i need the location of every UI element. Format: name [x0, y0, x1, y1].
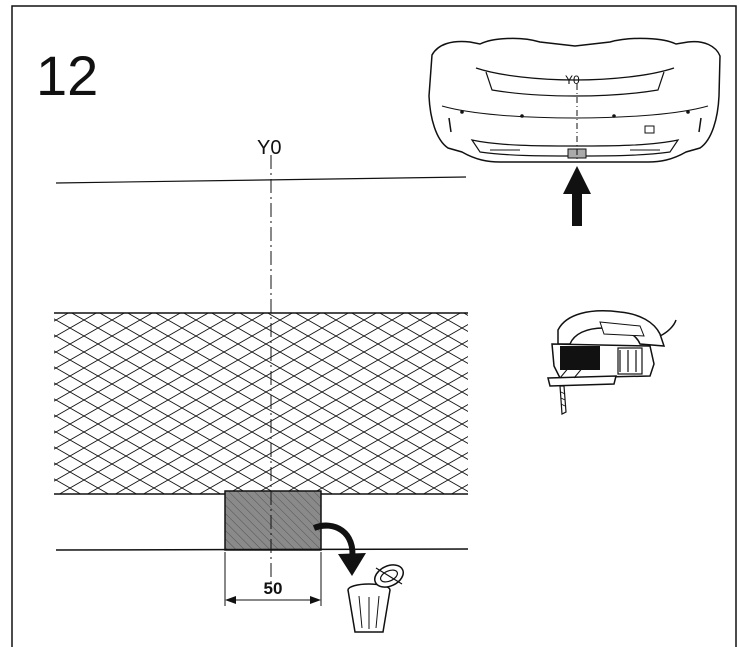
panel-border: [11, 5, 737, 647]
lower-edge-line: [55, 548, 469, 551]
jigsaw-icon: [547, 310, 677, 415]
cutout-hatching: [225, 491, 321, 550]
trash-bin-icon: [347, 583, 391, 633]
upper-edge-line: [55, 176, 467, 184]
rear-bumper-inset: Y0: [428, 37, 721, 163]
inset-y0-label: Y0: [565, 73, 580, 87]
discard-arrow-icon: [312, 522, 366, 576]
dimension-50: 50: [224, 552, 322, 606]
dimension-value: 50: [264, 579, 283, 598]
clip-icon: [374, 564, 404, 588]
y0-label: Y0: [257, 137, 281, 159]
step-number: 12: [36, 44, 98, 107]
grille-mesh: [54, 312, 468, 495]
up-arrow-icon: [563, 166, 591, 226]
